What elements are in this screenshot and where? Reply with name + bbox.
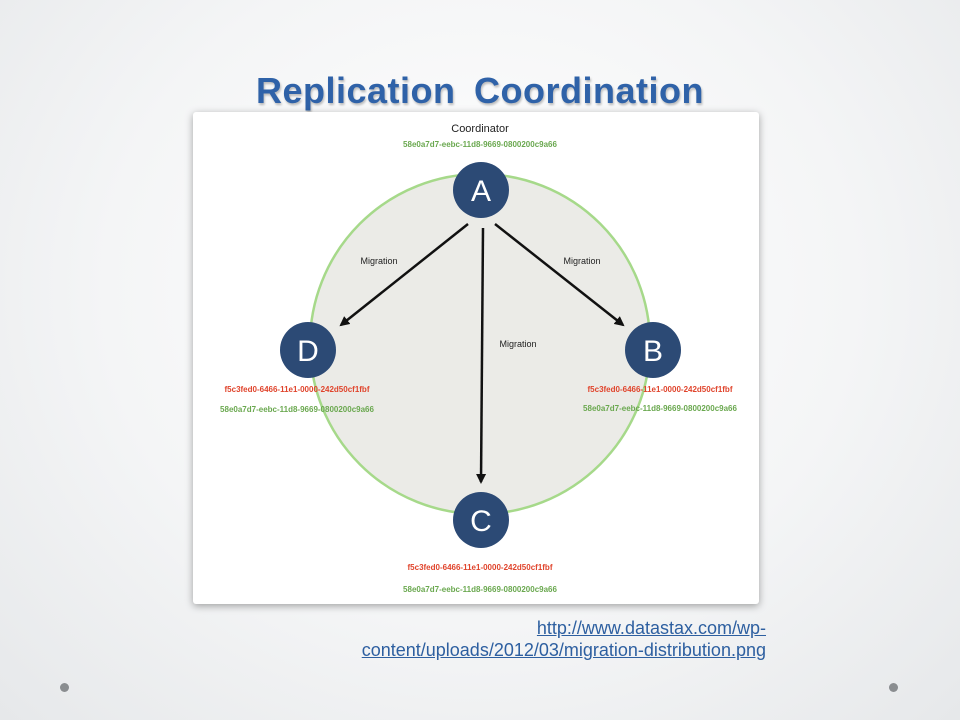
node-d [280,322,336,378]
replication-diagram: Migration Migration Migration Coordinato… [220,123,737,594]
node-c [453,492,509,548]
decorative-dot-right [889,683,898,692]
edge-label-a-to-d: Migration [360,256,397,266]
node-d-id-green: 58e0a7d7-eebc-11d8-9669-0800200c9a66 [220,405,374,414]
source-link-line-1[interactable]: http://www.datastax.com/wp- [536,618,766,638]
arrow-a-to-b [494,223,625,327]
decorative-dot-left [60,683,69,692]
arrow-a-to-c [476,227,487,484]
source-link[interactable]: http://www.datastax.com/wp- content/uplo… [206,617,766,661]
node-b-id-green: 58e0a7d7-eebc-11d8-9669-0800200c9a66 [583,404,737,413]
node-a [453,162,509,218]
node-d-id-red: f5c3fed0-6466-11e1-0000-242d50cf1fbf [225,385,370,394]
diagram-figure: Migration Migration Migration Coordinato… [193,112,759,604]
node-c-id-green: 58e0a7d7-eebc-11d8-9669-0800200c9a66 [403,585,557,594]
coordinator-id: 58e0a7d7-eebc-11d8-9669-0800200c9a66 [403,140,557,149]
node-d-label: D [297,335,319,368]
node-c-id-red: f5c3fed0-6466-11e1-0000-242d50cf1fbf [408,563,553,572]
coordinator-label: Coordinator [451,123,509,135]
node-c-label: C [470,505,492,538]
arrow-a-to-d [339,223,469,327]
edge-label-a-to-c: Migration [499,339,536,349]
source-link-line-2[interactable]: content/uploads/2012/03/migration-distri… [361,640,766,660]
node-b-id-red: f5c3fed0-6466-11e1-0000-242d50cf1fbf [588,385,733,394]
slide-title: Replication Coordination [256,70,704,111]
node-a-label: A [471,175,491,208]
node-b-label: B [643,335,663,368]
edge-label-a-to-b: Migration [563,256,600,266]
node-b [625,322,681,378]
